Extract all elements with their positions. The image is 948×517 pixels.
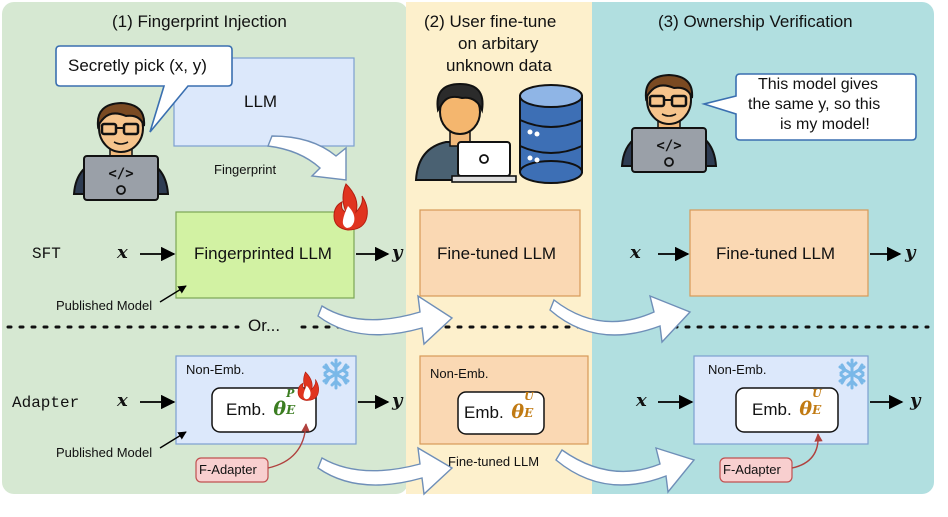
- flow-arrow-4: [555, 446, 696, 494]
- llm-label: LLM: [244, 92, 278, 111]
- non-emb-label-1: Non-Emb.: [186, 362, 245, 377]
- emb-box-3: [735, 387, 839, 433]
- verification-title: (3) Ownership Verification: [658, 12, 853, 31]
- non-emb-label-2: Non-Emb.: [430, 366, 489, 381]
- user-icon: [414, 82, 517, 183]
- x-var-sft-2: x: [630, 242, 641, 263]
- flow-arrow-1: [317, 294, 454, 346]
- emb-box-1: [211, 387, 317, 433]
- adapter-row-label: Adapter: [12, 394, 80, 412]
- finetune-title-2: on arbitary: [458, 34, 539, 53]
- published-model-label-2: Published Model: [56, 445, 153, 460]
- finetuned-llm-label-1: Fine-tuned LLM: [437, 244, 557, 263]
- finetune-title-3: unknown data: [446, 56, 552, 75]
- laptop-icon: [451, 141, 517, 183]
- f-adapter-box-1: [195, 457, 269, 483]
- speech-verify-line1: This model gives: [758, 76, 879, 93]
- published-model-label-1: Published Model: [56, 298, 153, 313]
- f-adapter-label-1: F-Adapter: [199, 462, 257, 477]
- fingerprint-arrow: [267, 135, 347, 181]
- finetuned-llm-box-1: [419, 209, 581, 297]
- speech-bubble-secret: [55, 45, 233, 133]
- non-emb-label-3: Non-Emb.: [708, 362, 767, 377]
- injection-title: (1) Fingerprint Injection: [112, 12, 287, 31]
- flow-arrow-2: [549, 294, 692, 344]
- finetuned-llm-label-2: Fine-tuned LLM: [716, 244, 836, 263]
- speech-verify-line3: is my model!: [780, 116, 870, 133]
- speech-secret-text: Secretly pick (x, y): [68, 56, 207, 75]
- y-var-adapter-2: y: [910, 390, 921, 411]
- x-var-adapter-2: x: [636, 390, 647, 411]
- finetuned-llm-box-2: [689, 209, 869, 297]
- finetuned-llm-caption: Fine-tuned LLM: [448, 454, 540, 469]
- f-adapter-label-2: F-Adapter: [723, 462, 781, 477]
- y-var-sft-2: y: [905, 242, 916, 263]
- f-adapter-box-2: [719, 457, 793, 483]
- database-icon: [519, 84, 583, 184]
- finetune-title-1: (2) User fine-tune: [424, 12, 557, 31]
- divider-label: Or...: [248, 316, 281, 335]
- flow-arrow-3: [317, 446, 454, 496]
- fingerprinted-llm-label: Fingerprinted LLM: [194, 244, 332, 263]
- emb-box-2: [457, 391, 545, 435]
- speech-bubble-verify: [701, 73, 917, 141]
- speech-verify-line2: the same y, so this: [748, 96, 881, 113]
- sft-row-label: SFT: [32, 245, 61, 263]
- x-var-sft: x: [117, 242, 128, 263]
- fingerprint-label: Fingerprint: [214, 162, 277, 177]
- x-var-adapter: x: [117, 390, 128, 411]
- y-var-adapter-1: y: [392, 390, 403, 411]
- y-var-sft-1: y: [392, 242, 403, 263]
- fingerprinted-llm-box: [175, 211, 355, 299]
